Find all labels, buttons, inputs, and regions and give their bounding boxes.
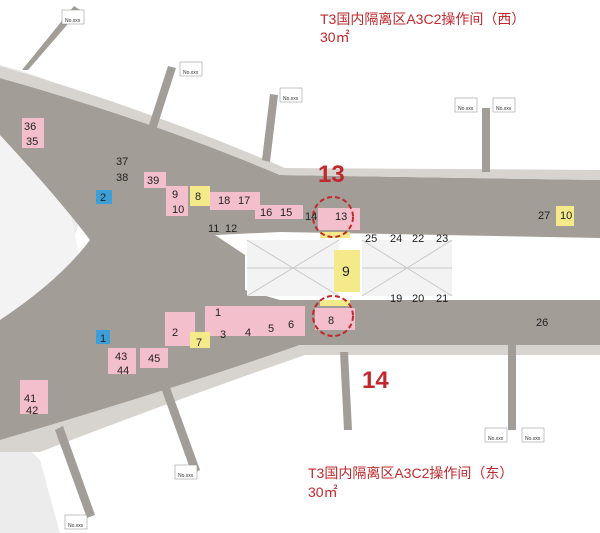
bay-label: 10 <box>172 204 184 216</box>
shop-units-blue <box>96 190 112 344</box>
bay-label: 26 <box>536 317 548 329</box>
gate-sign-text: No.xxx <box>183 70 199 76</box>
marker-13: 13 <box>318 161 345 188</box>
bay-label: 7 <box>196 337 202 349</box>
bay-label: 17 <box>238 195 250 207</box>
bay-label: 10 <box>560 210 572 222</box>
bay-label: 19 <box>390 293 402 305</box>
callout-east-area: 30㎡ <box>308 484 338 500</box>
bay-label: 37 <box>116 156 128 168</box>
bay-label: 12 <box>225 223 237 235</box>
bay-label: 38 <box>116 172 128 184</box>
bay-label: 4 <box>245 327 251 339</box>
bay-label: 8 <box>328 315 334 327</box>
bay-label: 6 <box>288 319 294 331</box>
bay-label: 9 <box>172 189 178 201</box>
highlight-circle-13 <box>312 196 354 238</box>
bay-label: 15 <box>280 207 292 219</box>
gate-sign-labels: No.xxx No.xxx No.xxx No.xxx No.xxx No.xx… <box>65 18 541 529</box>
bay-label: 39 <box>147 175 159 187</box>
bay-label: 25 <box>365 233 377 245</box>
gate-signs <box>61 9 545 530</box>
bay-label: 35 <box>26 136 38 148</box>
gate-sign-text: No.xxx <box>488 436 504 442</box>
bay-label: 43 <box>115 351 127 363</box>
bay-label: 11 <box>208 223 219 235</box>
bay-label: 1 <box>100 333 106 345</box>
bay-label: 20 <box>412 293 424 305</box>
callout-east-title: T3国内隔离区A3C2操作间（东） <box>308 465 513 481</box>
gate-sign-text: No.xxx <box>458 106 474 112</box>
bay-label: 22 <box>412 233 424 245</box>
gate-sign-text: No.xxx <box>525 436 541 442</box>
gate-sign-text: No.xxx <box>496 106 512 112</box>
gate-sign-text: No.xxx <box>65 18 81 24</box>
bay-label: 13 <box>335 211 347 223</box>
bay-label: 44 <box>117 365 129 377</box>
bay-label: 42 <box>26 405 38 417</box>
callout-west-area: 30㎡ <box>320 29 350 45</box>
bay-label: 27 <box>538 210 550 222</box>
bay-label: 14 <box>305 211 317 223</box>
bay-label: 23 <box>436 233 448 245</box>
shop-units-pink <box>20 118 360 414</box>
bay-label: 18 <box>218 195 230 207</box>
bay-label: 2 <box>100 192 106 204</box>
bay-label: 16 <box>260 207 272 219</box>
hall-crosses <box>246 239 453 297</box>
bay-numbers: 36 35 37 38 39 2 9 8 10 18 17 16 15 14 1… <box>24 121 572 417</box>
bay-label: 2 <box>172 327 178 339</box>
highlight-circle-14 <box>312 295 354 337</box>
bay-label: 9 <box>342 263 350 279</box>
right-void <box>455 238 600 300</box>
shop-units-yellow <box>190 186 574 348</box>
bay-label: 41 <box>24 393 36 405</box>
bay-label: 36 <box>24 121 36 133</box>
bay-label: 3 <box>220 329 226 341</box>
callout-west-title: T3国内隔离区A3C2操作间（西） <box>320 11 525 27</box>
bay-label: 5 <box>268 323 274 335</box>
bay-label: 21 <box>436 293 448 305</box>
bay-label: 8 <box>195 191 201 203</box>
gate-sign-text: No.xxx <box>68 523 84 529</box>
bay-label: 24 <box>390 233 402 245</box>
marker-14: 14 <box>362 367 389 394</box>
gate-sign-text: No.xxx <box>283 96 299 102</box>
bay-label: 45 <box>148 353 160 365</box>
bay-label: 1 <box>215 307 221 319</box>
gate-sign-text: No.xxx <box>178 473 194 479</box>
